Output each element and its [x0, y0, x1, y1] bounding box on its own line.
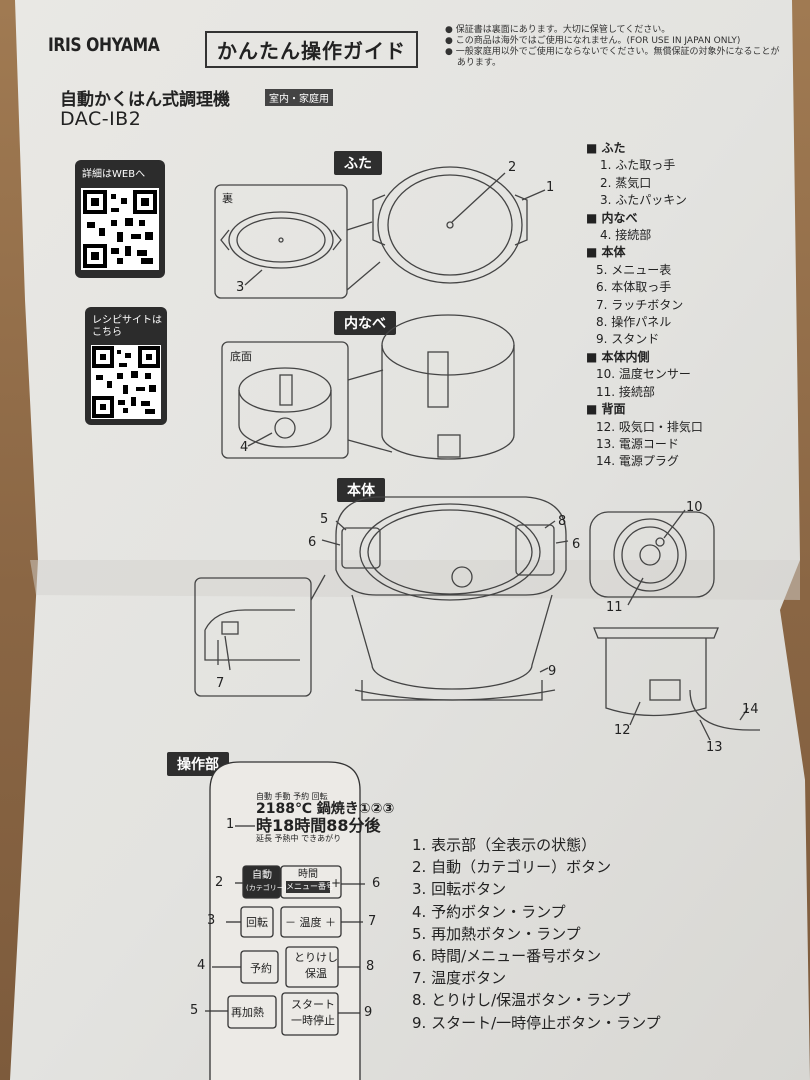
parts-list: ■ ふた 1. ふた取っ手 2. 蒸気口 3. ふたパッキン ■ 内なべ 4. …: [586, 141, 703, 469]
section-body: 本体: [337, 478, 385, 502]
usage-tag: 室内・家庭用: [265, 89, 333, 106]
web-qr-card[interactable]: 詳細はWEBへ: [75, 160, 165, 278]
callout-6-right: 6: [572, 537, 581, 552]
back-view-drawing: [593, 627, 719, 639]
callout-2: 2: [508, 160, 517, 175]
lid-back-box: [214, 184, 348, 299]
panel-callout-8: 8: [366, 959, 375, 974]
callout-3: 3: [236, 280, 245, 295]
panel-callout-5: 5: [190, 1003, 199, 1018]
lid-drawing: [377, 166, 523, 284]
callout-11: 11: [606, 600, 623, 615]
reheat-button[interactable]: 再加熱: [231, 1006, 264, 1019]
model-number: DAC-IB2: [60, 108, 142, 130]
callout-9: 9: [548, 664, 557, 679]
bottom-label: 底面: [230, 350, 252, 363]
body-drawing: [335, 496, 567, 596]
panel-callout-7: 7: [368, 914, 377, 929]
latch-detail-box: [194, 577, 312, 697]
section-lid: ふた: [334, 151, 382, 175]
top-view-drawing: [589, 511, 715, 598]
temperature-button[interactable]: － 温度 ＋: [285, 916, 336, 929]
auto-category-button[interactable]: 自動(カテゴリー): [246, 870, 287, 892]
recipe-qr-card[interactable]: レシピサイトは こちら: [85, 307, 167, 425]
start-pause-button[interactable]: スタート一時停止: [291, 998, 335, 1027]
panel-callout-2: 2: [215, 875, 224, 890]
callout-14: 14: [742, 702, 759, 717]
display-area: 自動 手動 予約 回転 2188℃ 鍋焼き①②③ 時18時間88分後 延長 予熱…: [256, 792, 395, 843]
notice-text: ● 保証書は裏面にあります。大切に保管してください。● この商品は海外ではご使用…: [445, 25, 780, 68]
callout-8: 8: [558, 514, 567, 529]
reserve-button[interactable]: 予約: [250, 962, 272, 975]
panel-callout-3: 3: [207, 913, 216, 928]
time-plus-label: +: [331, 876, 342, 890]
brand-logo: IRIS OHYAMA: [48, 34, 160, 56]
qr-code-icon: [91, 345, 161, 419]
qr-code-icon: [81, 188, 159, 270]
callout-5: 5: [320, 512, 329, 527]
callout-6-left: 6: [308, 535, 317, 550]
panel-callout-9: 9: [364, 1005, 373, 1020]
cancel-keepwarm-button[interactable]: とりけし保温: [294, 951, 338, 980]
lid-back-drawing: [228, 211, 334, 269]
back-label: 裏: [222, 192, 233, 205]
guide-title: かんたん操作ガイド: [205, 31, 418, 68]
panel-callout-4: 4: [197, 958, 206, 973]
inner-pot-drawing: [381, 314, 515, 376]
section-control: 操作部: [167, 752, 229, 776]
callout-1: 1: [546, 180, 555, 195]
callout-12: 12: [614, 723, 631, 738]
time-menu-button[interactable]: 時間メニュー番号: [286, 869, 334, 893]
panel-callout-6: 6: [372, 876, 381, 891]
section-inner-pot: 内なべ: [334, 311, 396, 335]
rotate-button[interactable]: 回転: [246, 916, 268, 929]
callout-7: 7: [216, 676, 225, 691]
callout-4: 4: [240, 440, 249, 455]
callout-13: 13: [706, 740, 723, 755]
callout-10: 10: [686, 500, 703, 515]
panel-callout-1: 1: [226, 817, 235, 832]
product-name: 自動かくはん式調理機: [60, 90, 230, 110]
